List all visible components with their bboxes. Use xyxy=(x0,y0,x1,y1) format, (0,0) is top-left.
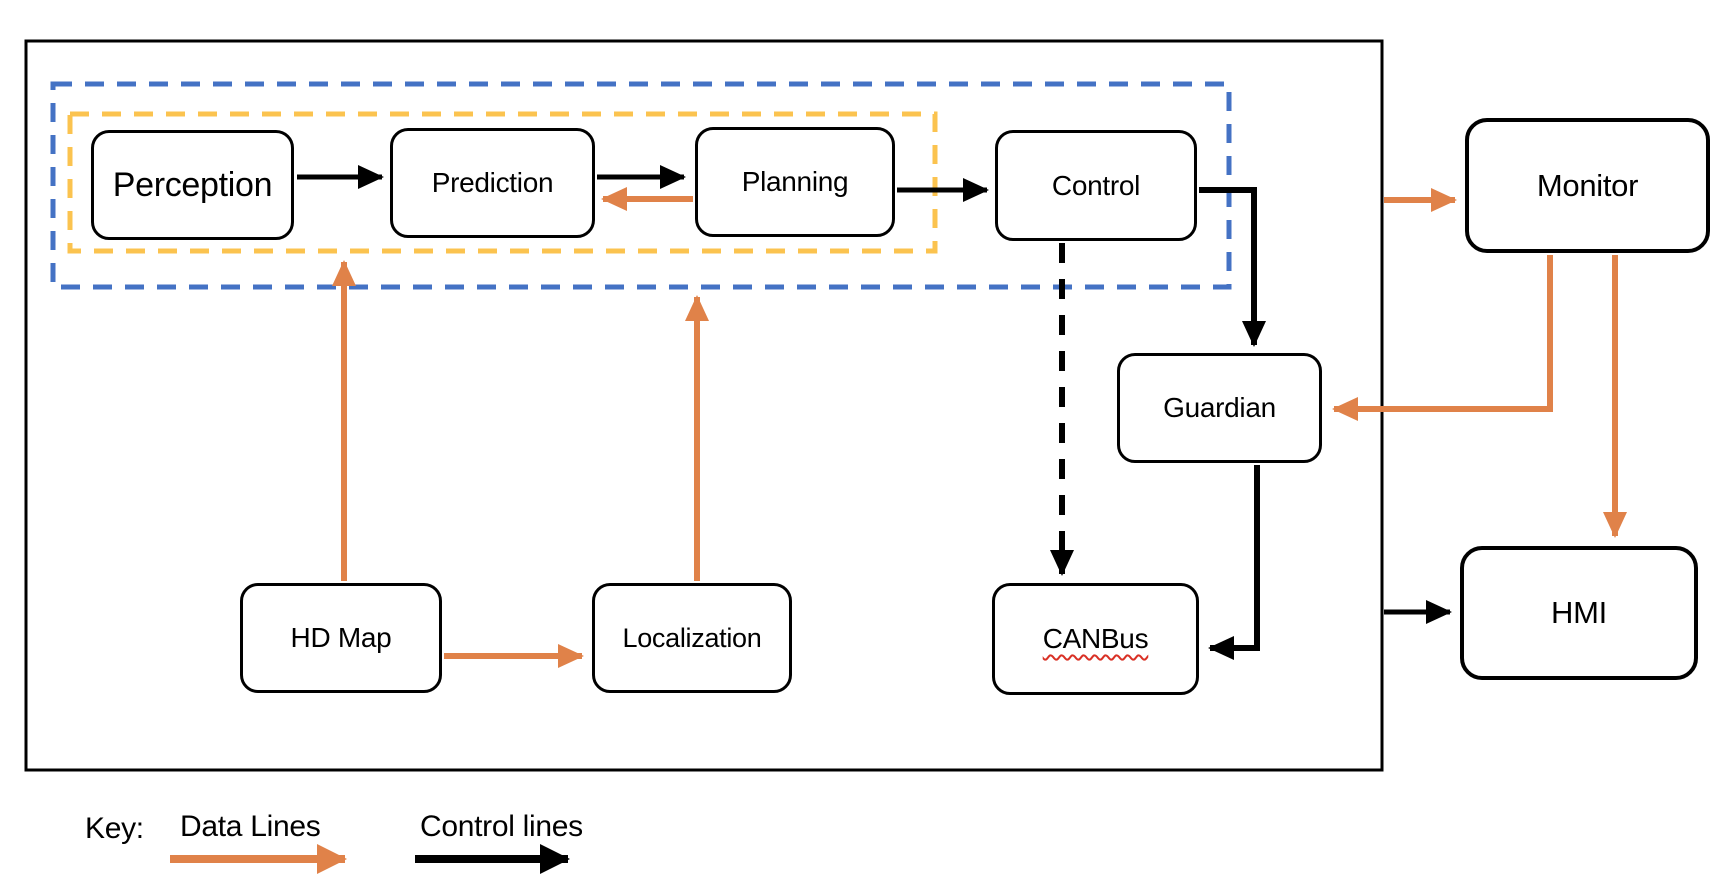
edge-control-guardian xyxy=(1199,187,1266,347)
legend-title: Key: xyxy=(85,812,144,845)
node-canbus-label: CANBus xyxy=(1042,623,1149,654)
node-prediction: Prediction xyxy=(390,128,595,238)
node-localization-label: Localization xyxy=(622,622,762,653)
edge-monitor-guardian xyxy=(1332,255,1553,421)
node-perception: Perception xyxy=(91,130,294,240)
node-control-label: Control xyxy=(1051,169,1141,201)
node-prediction-label: Prediction xyxy=(431,167,554,198)
node-control: Control xyxy=(995,130,1197,241)
node-hd-map: HD Map xyxy=(240,583,442,693)
node-hd-map-label: HD Map xyxy=(290,622,392,653)
node-monitor: Monitor xyxy=(1465,118,1710,253)
legend-control-lines-label: Control lines xyxy=(420,810,583,843)
node-perception-label: Perception xyxy=(112,165,273,204)
modules-group-blue-dashed xyxy=(50,81,1232,290)
node-guardian: Guardian xyxy=(1117,353,1322,463)
node-planning: Planning xyxy=(695,127,895,237)
legend-data-lines-label: Data Lines xyxy=(180,810,321,843)
node-guardian-label: Guardian xyxy=(1163,392,1276,423)
node-hmi-label: HMI xyxy=(1551,595,1607,630)
node-canbus: CANBus xyxy=(992,583,1199,695)
node-monitor-label: Monitor xyxy=(1536,167,1639,203)
node-localization: Localization xyxy=(592,583,792,693)
node-planning-label: Planning xyxy=(741,166,849,197)
edge-guardian-canbus xyxy=(1208,465,1260,660)
modules-group-yellow-dashed xyxy=(67,111,938,254)
node-hmi: HMI xyxy=(1460,546,1698,680)
system-boundary-box xyxy=(24,39,1384,772)
